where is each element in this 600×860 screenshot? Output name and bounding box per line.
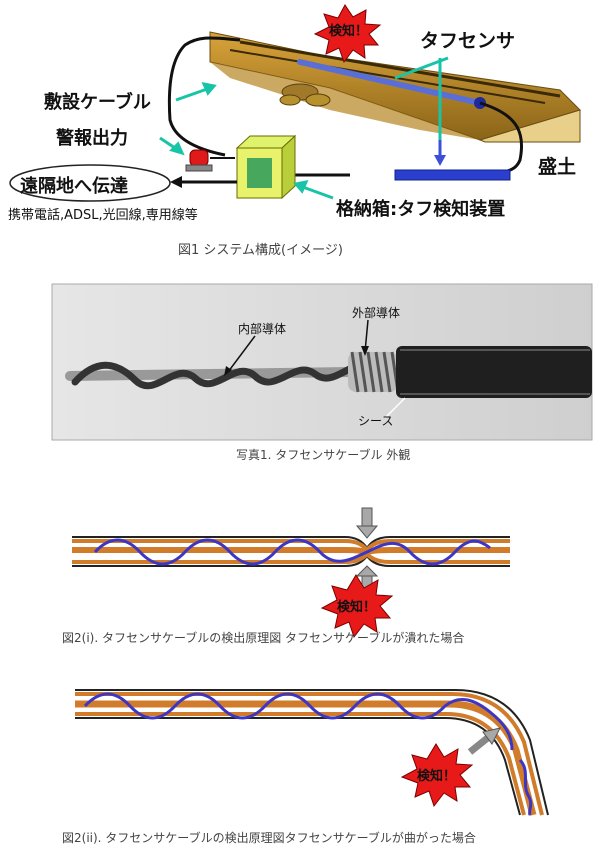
comm-methods-label: 携帯電話,ADSL,光回線,専用線等: [8, 208, 198, 223]
sensor-label: タフセンサ: [420, 30, 516, 52]
fig2a-caption: 図2(i). タフセンサケーブルの検出原理図 タフセンサケーブルが潰れた場合: [62, 631, 465, 645]
alarm-light-icon: [185, 149, 213, 172]
alarm-burst-text-fig2a: 検知！: [337, 600, 377, 615]
fig2b-caption: 図2(ii). タフセンサケーブルの検出原理図タフセンサケーブルが曲がった場合: [62, 831, 476, 845]
sheath: [396, 346, 592, 398]
bend-arrow: [467, 727, 501, 755]
outer-coil: [348, 351, 400, 393]
fig1-caption: 図1 システム構成(イメージ): [178, 243, 343, 258]
alarm-burst-fig2b: [400, 743, 474, 808]
sheath-label: シース: [358, 414, 394, 428]
alarm-output-label: 警報出力: [56, 128, 128, 149]
storage-box-label: 格納箱:タフ検知装置: [336, 199, 506, 220]
detector-bar: [394, 169, 511, 181]
alarm-burst-fig1: [313, 4, 382, 64]
alarm-burst-fig2a: [320, 574, 394, 639]
cable-bent: [75, 689, 549, 816]
remote-transfer-label: 遠隔地へ伝達: [20, 176, 128, 197]
storage-box-icon: [235, 134, 297, 200]
cable-straight-crushed: [72, 536, 510, 567]
embankment-label: 盛土: [538, 156, 577, 178]
cable-label: 敷設ケーブル: [44, 92, 151, 113]
outer-conductor-label: 外部導体: [352, 306, 401, 320]
pointer-arrows: [159, 81, 334, 200]
remote-ellipse: [9, 164, 171, 202]
embankment-block: [209, 31, 581, 143]
alarm-burst-text-fig2b: 検知！: [417, 769, 457, 784]
inner-conductor-label: 内部導体: [238, 322, 287, 336]
alarm-burst-text-fig1: 検知！: [329, 24, 369, 39]
photo1-caption: 写真1. タフセンサケーブル 外観: [236, 448, 411, 462]
